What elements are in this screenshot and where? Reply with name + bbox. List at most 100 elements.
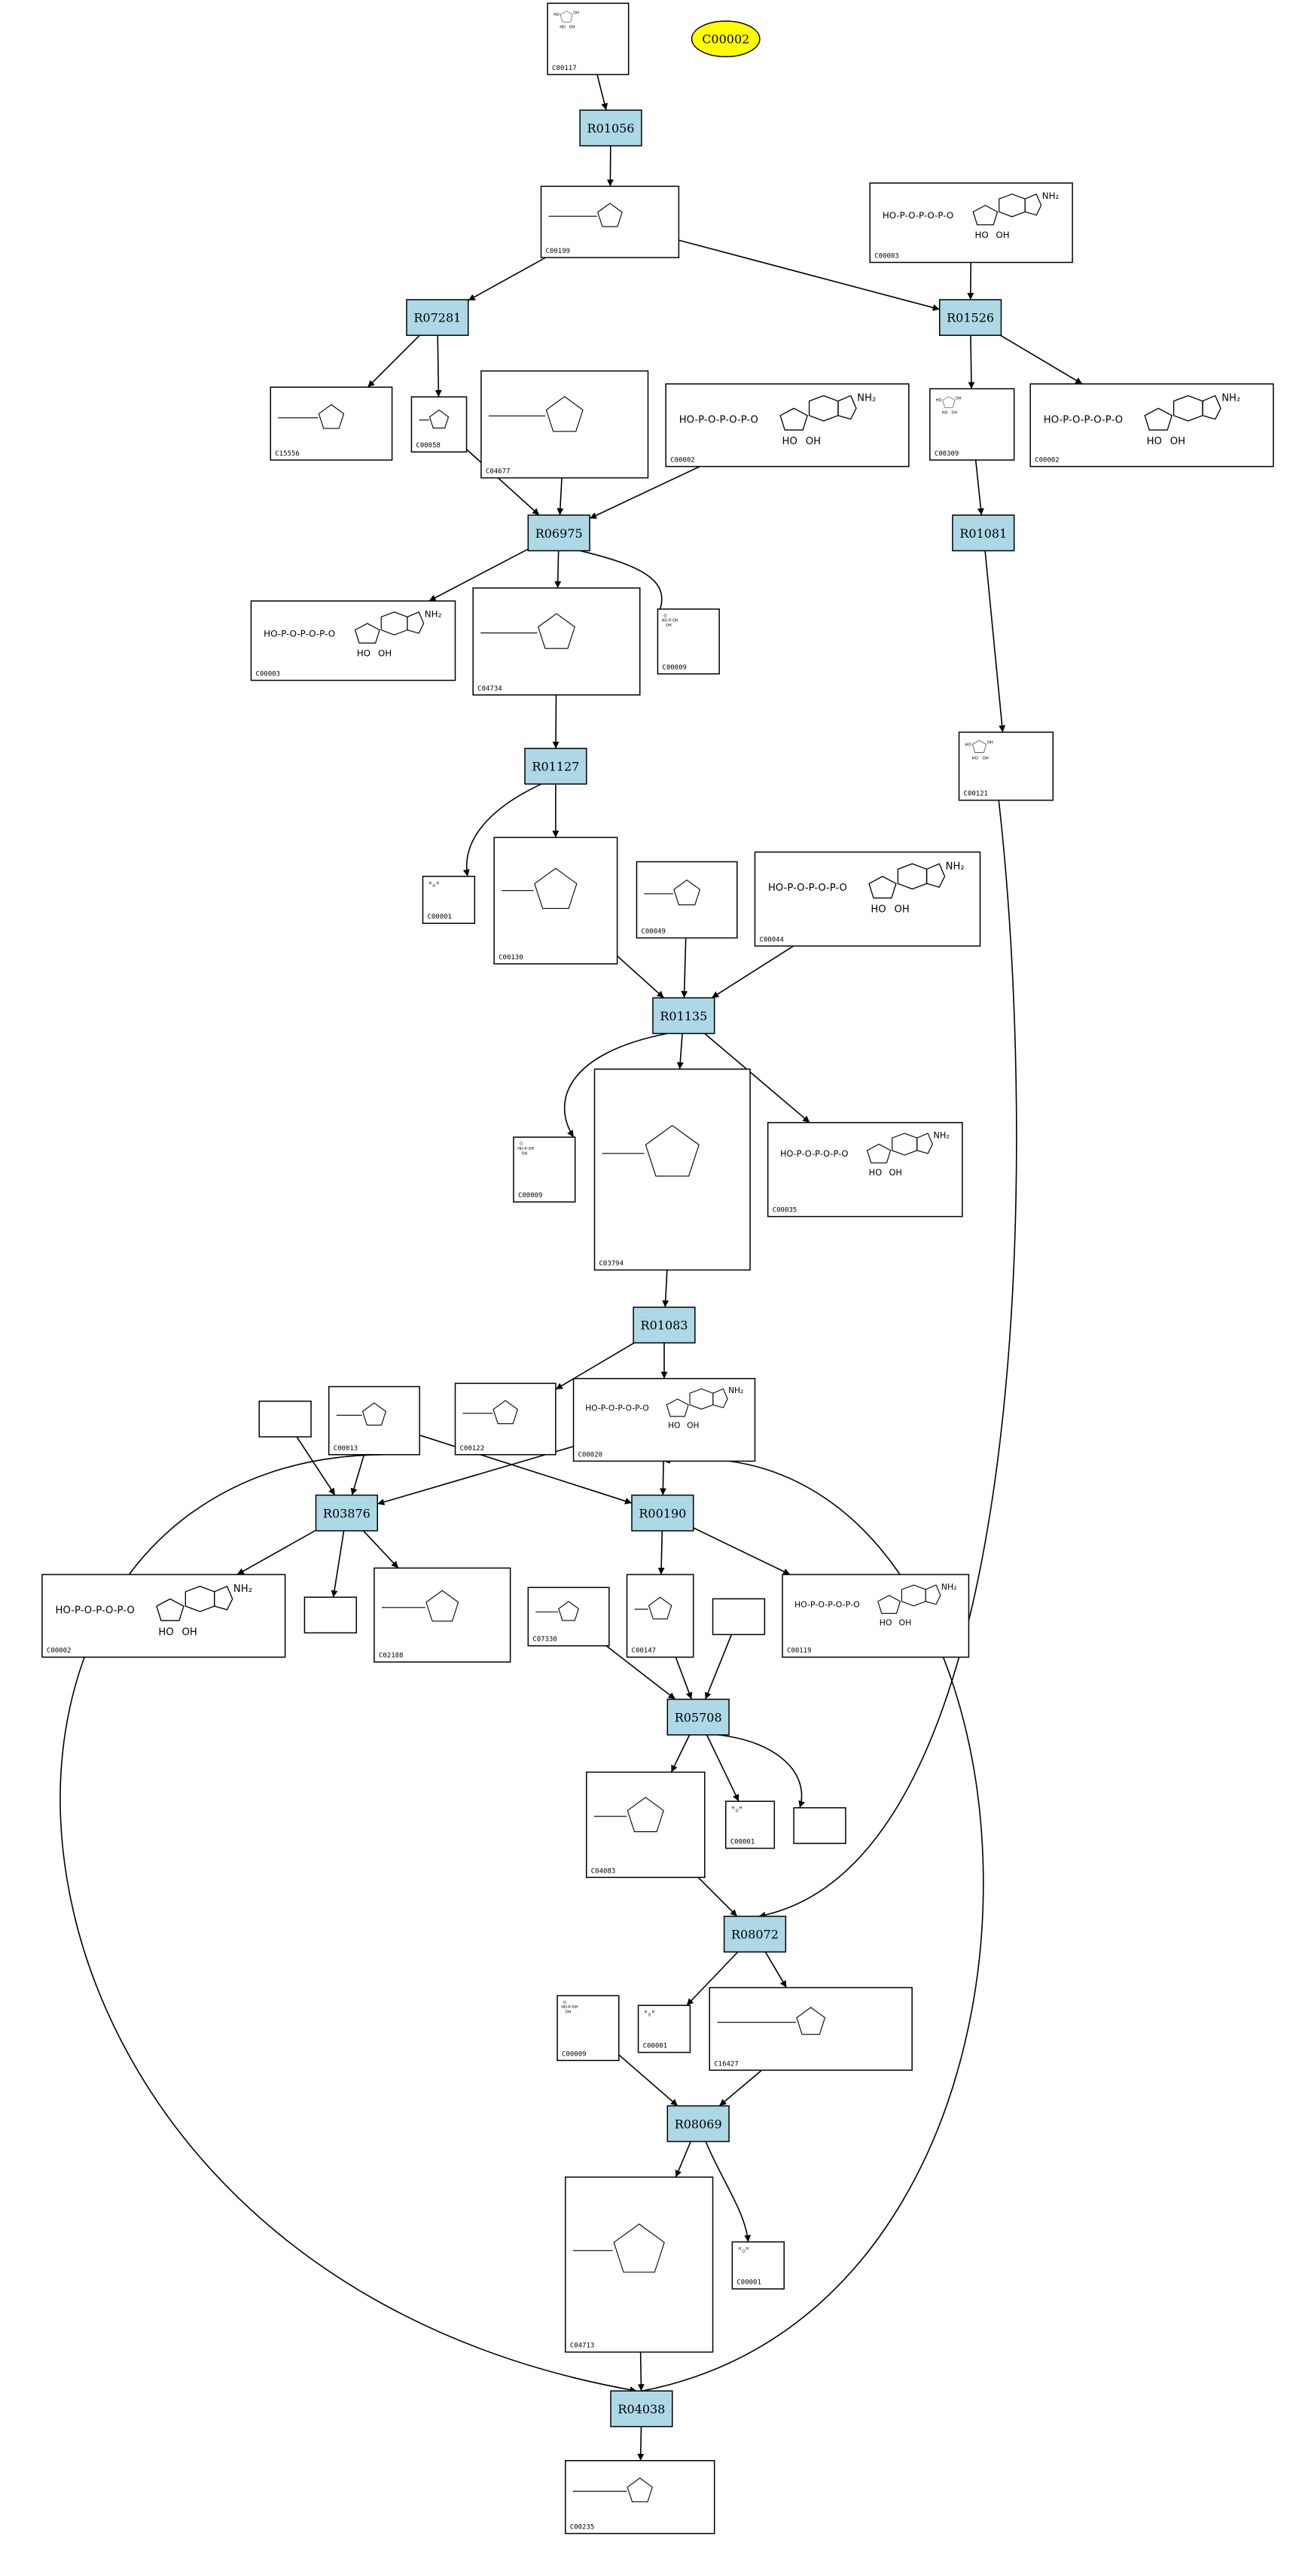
compound-node-c00117[interactable]: C00117: [547, 2, 630, 75]
reaction-label: R01127: [532, 760, 579, 774]
compound-node-c00001[interactable]: C00001: [422, 876, 476, 924]
compound-box: [472, 587, 641, 696]
reaction-node-r08069[interactable]: R08069: [666, 2105, 730, 2142]
compound-node-c00035[interactable]: C00035: [767, 1122, 963, 1218]
structure-icon: [627, 2477, 653, 2503]
empty-compound-box-x4[interactable]: [793, 1807, 846, 1844]
edge-c27-to-R05708: [675, 1657, 693, 1700]
compound-node-c04083[interactable]: C04083: [586, 1771, 706, 1879]
compound-label: C00009: [562, 2050, 587, 2058]
compound-node-c00002[interactable]: C00002: [1029, 383, 1274, 468]
compound-label: C00002: [47, 1648, 72, 1655]
reaction-label: R00190: [639, 1506, 686, 1520]
compound-node-c00009[interactable]: C00009: [657, 608, 720, 675]
empty-compound-box-x1[interactable]: [258, 1401, 312, 1437]
compound-node-c00044[interactable]: C00044: [754, 851, 981, 947]
reaction-node-r03876[interactable]: R03876: [315, 1494, 378, 1532]
highlight-oval: [691, 20, 761, 58]
structure-icon: [673, 879, 701, 906]
compound-box: [565, 2459, 715, 2535]
compound-label: C00199: [546, 248, 571, 255]
reaction-node-r04038[interactable]: R04038: [610, 2390, 673, 2428]
compound-node-c00119[interactable]: C00119: [782, 1574, 970, 1658]
compound-node-c00001[interactable]: C00001: [725, 1800, 776, 1849]
compound-node-c00001[interactable]: C00001: [637, 2004, 691, 2053]
reaction-node-r01056[interactable]: R01056: [579, 109, 642, 147]
compound-label: C04713: [570, 2343, 595, 2350]
compound-node-c00235[interactable]: C00235: [565, 2459, 715, 2535]
compound-label: C00044: [759, 936, 784, 944]
reaction-node-r01083[interactable]: R01083: [633, 1306, 696, 1344]
reaction-node-r05708[interactable]: R05708: [666, 1698, 730, 1736]
structure-icon: [597, 203, 623, 227]
reaction-node-r08072[interactable]: R08072: [723, 1916, 787, 1953]
compound-node-c04677[interactable]: C04677: [480, 370, 649, 479]
compound-label: C16427: [714, 2060, 739, 2068]
reaction-box: [666, 1698, 730, 1736]
edge-c16-to-R01135: [681, 937, 688, 998]
edge-c26-to-R05708: [605, 1645, 676, 1700]
compound-node-c00121[interactable]: C00121: [958, 731, 1054, 801]
reaction-node-r06975[interactable]: R06975: [527, 514, 590, 552]
reaction-label: R08069: [675, 2117, 722, 2131]
compound-node-c00020[interactable]: C00020: [572, 1377, 756, 1462]
compound-node-c00049[interactable]: C00049: [636, 861, 738, 939]
compound-node-c00002[interactable]: C00002: [41, 1574, 286, 1658]
compound-box: [493, 837, 618, 965]
structure-icon: [534, 867, 578, 910]
compound-node-c00003[interactable]: C00003: [250, 600, 456, 681]
compound-node-c00009[interactable]: C00009: [513, 1136, 576, 1203]
structure-icon: [425, 1590, 459, 1622]
reaction-node-r01081[interactable]: R01081: [952, 514, 1015, 552]
compound-node-c00009[interactable]: C00009: [557, 1995, 620, 2062]
edge-c2-to-R01526: [678, 239, 940, 311]
compound-label: C00117: [552, 65, 577, 72]
compound-box: [626, 1574, 694, 1658]
compound-label: C00009: [662, 664, 687, 672]
compound-node-c00058[interactable]: C00058: [410, 396, 468, 453]
compound-box: [929, 388, 1015, 461]
compound-label: C00001: [730, 1839, 755, 1846]
edge-c22-to-R04038: [59, 1454, 637, 2394]
compound-node-c07330[interactable]: C07330: [527, 1587, 610, 1647]
compound-node-c03794[interactable]: C03794: [593, 1069, 751, 1271]
reaction-node-r01127[interactable]: R01127: [524, 748, 587, 785]
compound-node-c16427[interactable]: C16427: [709, 1986, 913, 2071]
reaction-box: [315, 1494, 378, 1532]
reaction-node-r01135[interactable]: R01135: [652, 997, 715, 1035]
compound-node-c00013[interactable]: C00013: [328, 1386, 420, 1456]
structure-icon: [558, 1601, 579, 1621]
compound-label: C00003: [255, 671, 280, 678]
highlight-compound-oval[interactable]: C00002: [691, 20, 761, 58]
compound-node-c00122[interactable]: C00122: [454, 1383, 557, 1456]
empty-compound-box-x2[interactable]: [303, 1596, 358, 1634]
compound-label: C00002: [1035, 457, 1060, 465]
compound-label: C00147: [632, 1648, 657, 1655]
compound-node-c00130[interactable]: C00130: [493, 837, 618, 965]
reaction-box: [652, 997, 715, 1035]
reaction-node-r00190[interactable]: R00190: [631, 1494, 694, 1532]
compound-node-c00001[interactable]: C00001: [731, 2241, 785, 2290]
compound-label: C00130: [499, 954, 523, 962]
reaction-node-r01526[interactable]: R01526: [938, 299, 1002, 337]
reaction-label: R01135: [660, 1009, 707, 1023]
edge-x1-to-R03876: [296, 1436, 336, 1496]
reaction-node-r07281[interactable]: R07281: [406, 299, 469, 337]
edge-c8-to-R01081: [974, 459, 984, 516]
compound-node-c00003[interactable]: C00003: [869, 182, 1073, 264]
compound-node-c00199[interactable]: C00199: [540, 185, 680, 258]
compound-node-c00002[interactable]: C00002: [665, 383, 910, 468]
edge-R00190-to-c27: [657, 1530, 665, 1575]
compound-node-c04713[interactable]: C04713: [565, 2176, 714, 2353]
compound-node-c02188[interactable]: C02188: [374, 1567, 511, 1663]
compound-box: [586, 1771, 706, 1879]
empty-compound-box-x3[interactable]: [712, 1598, 766, 1636]
compound-box: [454, 1383, 557, 1456]
compound-node-c00309[interactable]: C00309: [929, 388, 1015, 461]
compound-node-c04734[interactable]: C04734: [472, 587, 641, 696]
compound-label: C04734: [477, 685, 502, 693]
edge-R01526-to-c9: [1000, 334, 1083, 385]
compound-node-c00147[interactable]: C00147: [626, 1574, 694, 1658]
reaction-label: R08072: [731, 1928, 779, 1942]
compound-node-c15556[interactable]: C15556: [270, 386, 393, 461]
